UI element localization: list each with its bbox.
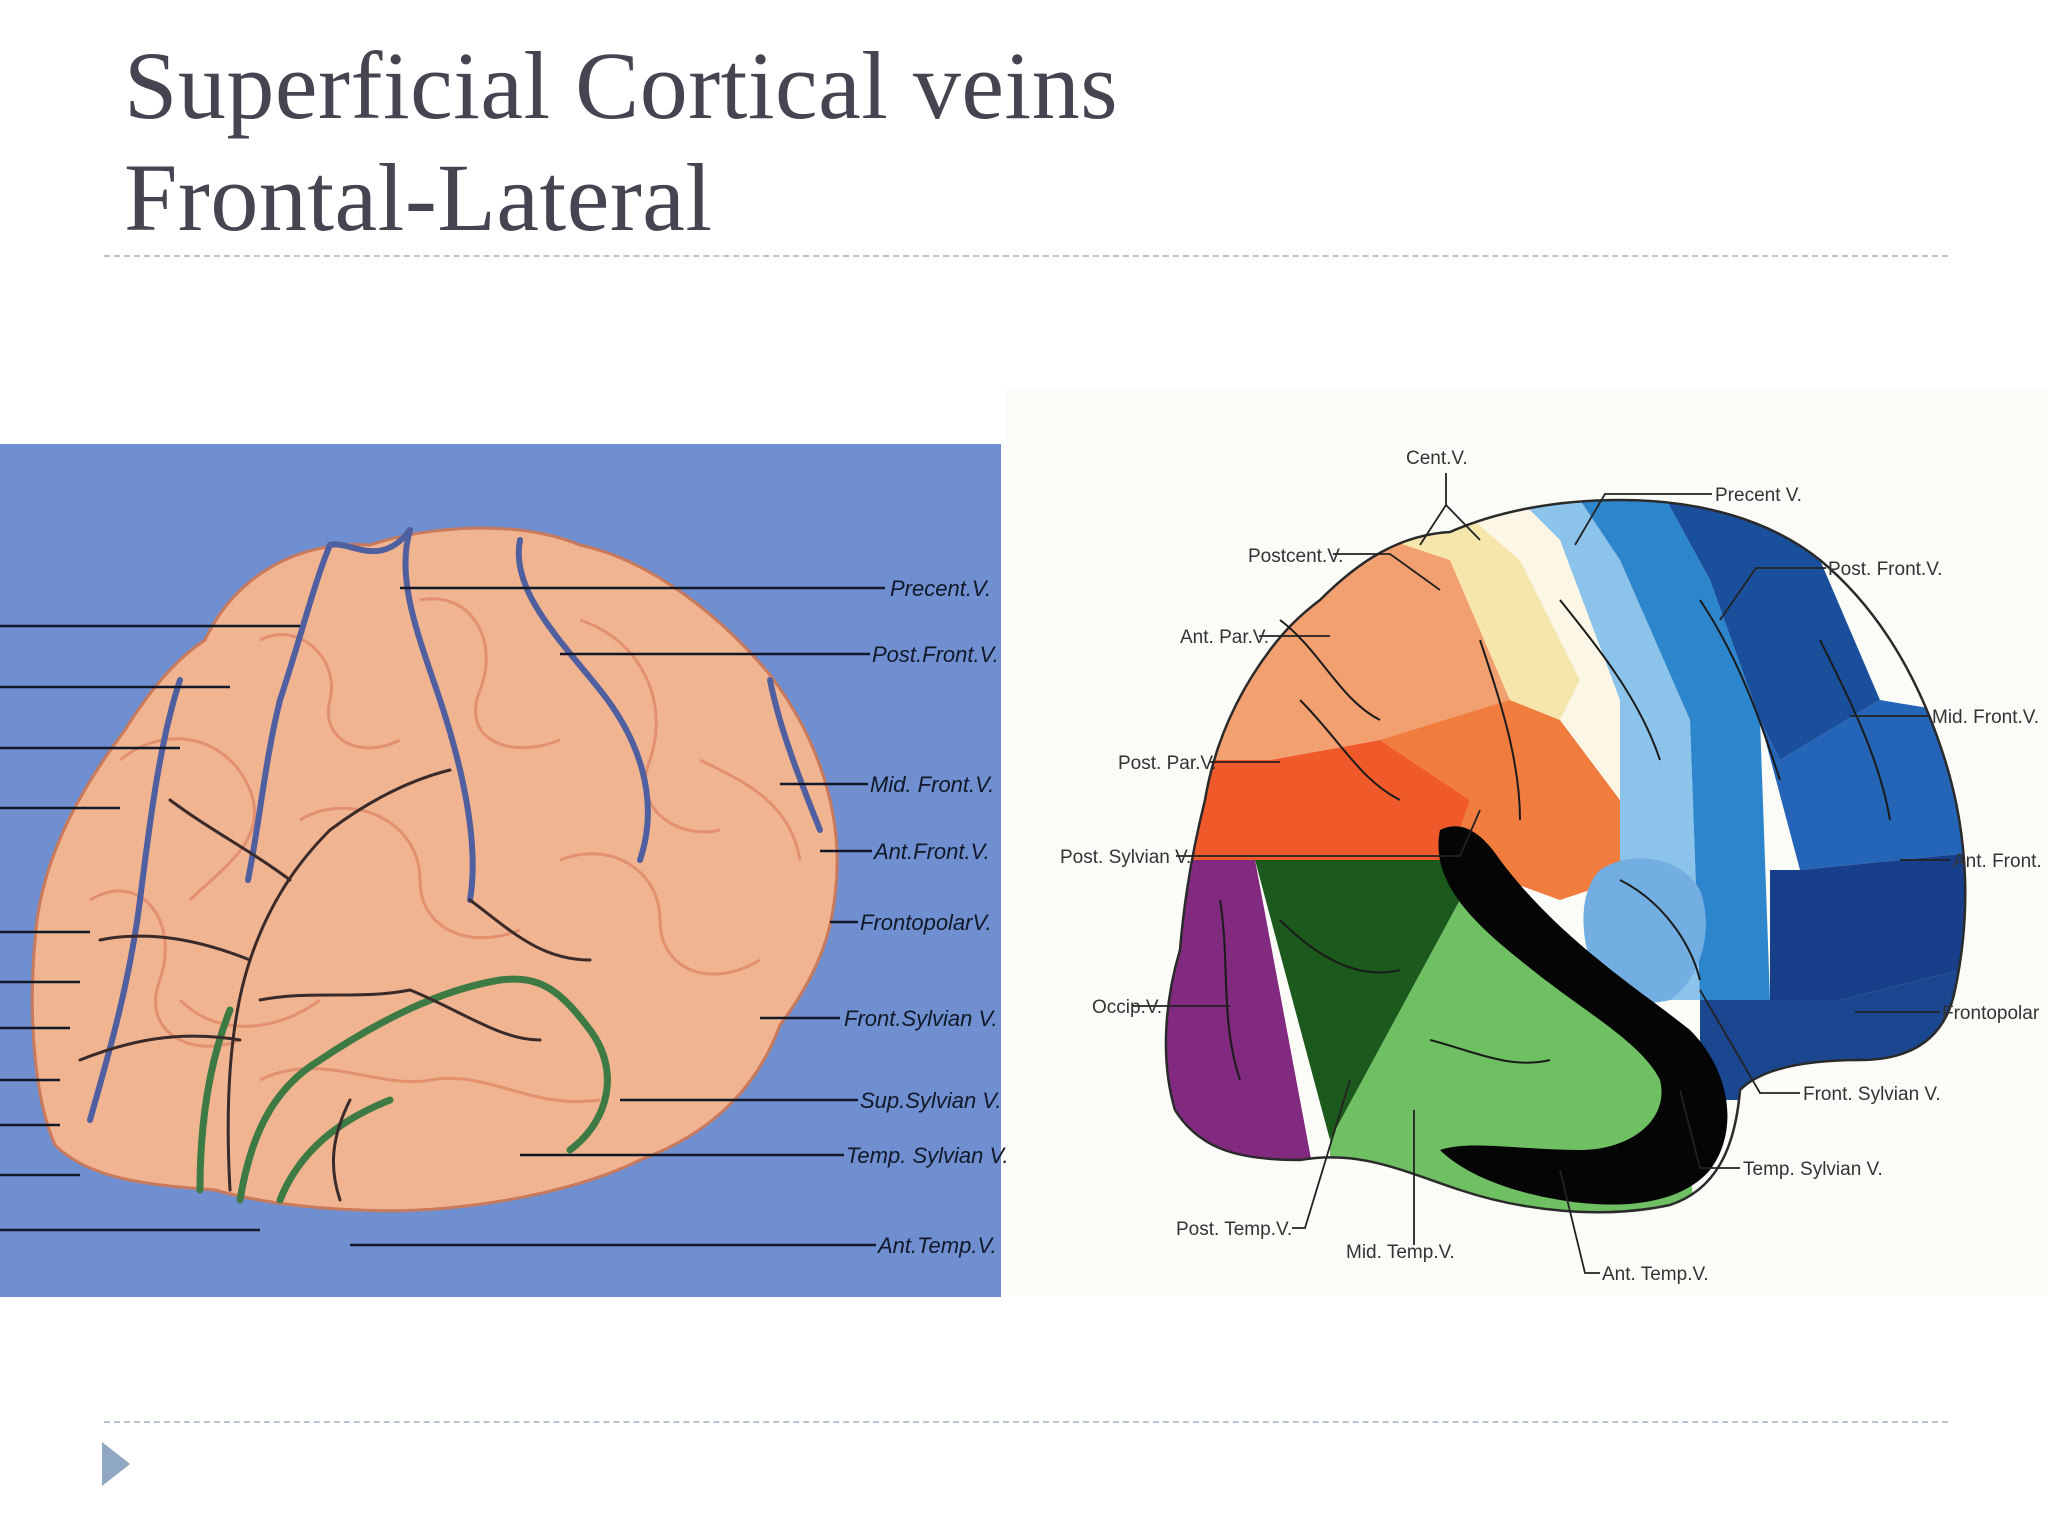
- right-label-mid-front: Mid. Front.V.: [1932, 707, 2039, 728]
- title-divider: [104, 255, 1948, 257]
- left-green-veins: [196, 975, 611, 1204]
- region-post-temporal: [1255, 860, 1460, 1140]
- right-label-post-temp: Post. Temp.V.: [1176, 1219, 1292, 1240]
- right-label-mid-temp: Mid. Temp.V.: [1346, 1242, 1455, 1263]
- right-labels: Cent.V. Precent V. Postcent.V. Post. Fro…: [1060, 448, 2042, 1285]
- region-ant-frontal: [1770, 850, 1966, 1000]
- right-leader-lines: [1132, 473, 1950, 1274]
- right-label-post-par: Post. Par.V.: [1118, 753, 1217, 774]
- region-postcentral: [1330, 500, 1580, 720]
- right-vein-lines: [1219, 599, 1891, 1081]
- right-label-front-sylvian: Front. Sylvian V.: [1803, 1084, 1941, 1105]
- slide-title: Superficial Cortical veins Frontal-Later…: [124, 30, 1118, 254]
- right-brain-diagram: Cent.V. Precent V. Postcent.V. Post. Fro…: [1006, 390, 2048, 1296]
- right-label-ant-front: Ant. Front.: [1953, 851, 2042, 872]
- right-brain-outline: [1164, 498, 1967, 1214]
- left-label-sup-sylvian: Sup.Sylvian V.: [860, 1088, 1001, 1113]
- region-post-parietal: [1170, 740, 1470, 860]
- right-label-cent: Cent.V.: [1406, 448, 1468, 469]
- slide-title-line-1: Superficial Cortical veins: [124, 32, 1119, 139]
- right-label-post-front: Post. Front.V.: [1828, 559, 1942, 580]
- left-label-precent: Precent.V.: [890, 576, 991, 601]
- left-brain-illustration: Precent.V. Post.Front.V. Mid. Front.V. A…: [0, 444, 1009, 1297]
- footer-divider: [104, 1421, 1948, 1423]
- left-label-ant-temp: Ant.Temp.V.: [876, 1233, 997, 1258]
- right-label-temp-sylvian: Temp. Sylvian V.: [1743, 1159, 1883, 1180]
- left-leader-lines: [0, 586, 885, 1247]
- left-dark-veins: [78, 768, 592, 1202]
- right-label-precent: Precent V.: [1715, 485, 1802, 506]
- right-label-frontopolar: Frontopolar: [1942, 1003, 2040, 1024]
- left-label-mid-front: Mid. Front.V.: [870, 772, 994, 797]
- left-label-frontopolar: FrontopolarV.: [860, 910, 992, 935]
- left-brain-gyri: [89, 597, 802, 1104]
- region-sylvian-fissure: [1438, 826, 1728, 1205]
- region-central: [1450, 500, 1620, 800]
- left-labels: Precent.V. Post.Front.V. Mid. Front.V. A…: [844, 576, 1009, 1258]
- region-precentral: [1560, 500, 1770, 1000]
- right-label-postcent: Postcent.V.: [1248, 546, 1343, 567]
- slide-bullet-triangle-icon: [102, 1442, 130, 1486]
- right-label-post-sylvian: Post. Sylvian V.: [1060, 847, 1191, 868]
- left-blue-veins: [87, 527, 823, 1123]
- left-label-ant-front: Ant.Front.V.: [872, 839, 990, 864]
- slide-title-line-2: Frontal-Lateral: [124, 144, 713, 251]
- region-post-frontal: [1650, 500, 1880, 760]
- right-label-ant-temp: Ant. Temp.V.: [1602, 1264, 1709, 1285]
- region-postcentral-lower: [1380, 700, 1620, 900]
- region-front-sylvian: [1583, 858, 1706, 1003]
- left-label-post-front: Post.Front.V.: [872, 642, 999, 667]
- left-label-front-sylvian: Front.Sylvian V.: [844, 1006, 998, 1031]
- right-label-occip: Occip.V.: [1092, 997, 1162, 1018]
- left-label-temp-sylvian: Temp. Sylvian V.: [846, 1143, 1009, 1168]
- right-label-ant-par: Ant. Par.V.: [1180, 627, 1269, 648]
